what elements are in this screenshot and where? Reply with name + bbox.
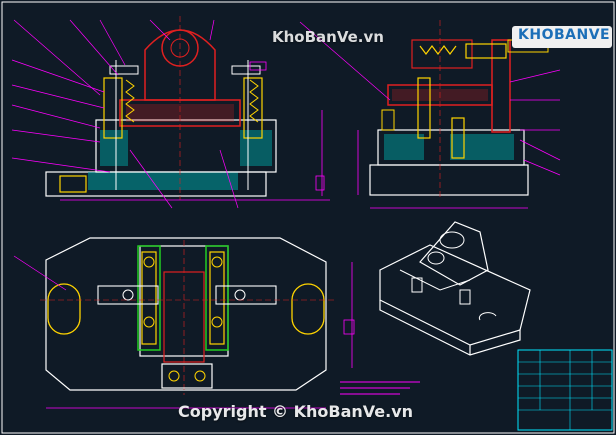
isometric-view xyxy=(379,221,531,356)
watermark-top: KhoBanVe.vn xyxy=(272,28,384,46)
watermark-bottom: Copyright © KhoBanVe.vn xyxy=(178,402,414,421)
logo-text: KHOBANVE xyxy=(518,27,611,43)
title-block xyxy=(517,349,613,431)
front-view xyxy=(11,16,330,209)
side-view xyxy=(299,20,561,209)
logo-box xyxy=(512,26,612,48)
top-view xyxy=(13,237,355,409)
notes-area xyxy=(340,381,420,395)
brand-logo: KHOBANVE xyxy=(512,22,612,52)
